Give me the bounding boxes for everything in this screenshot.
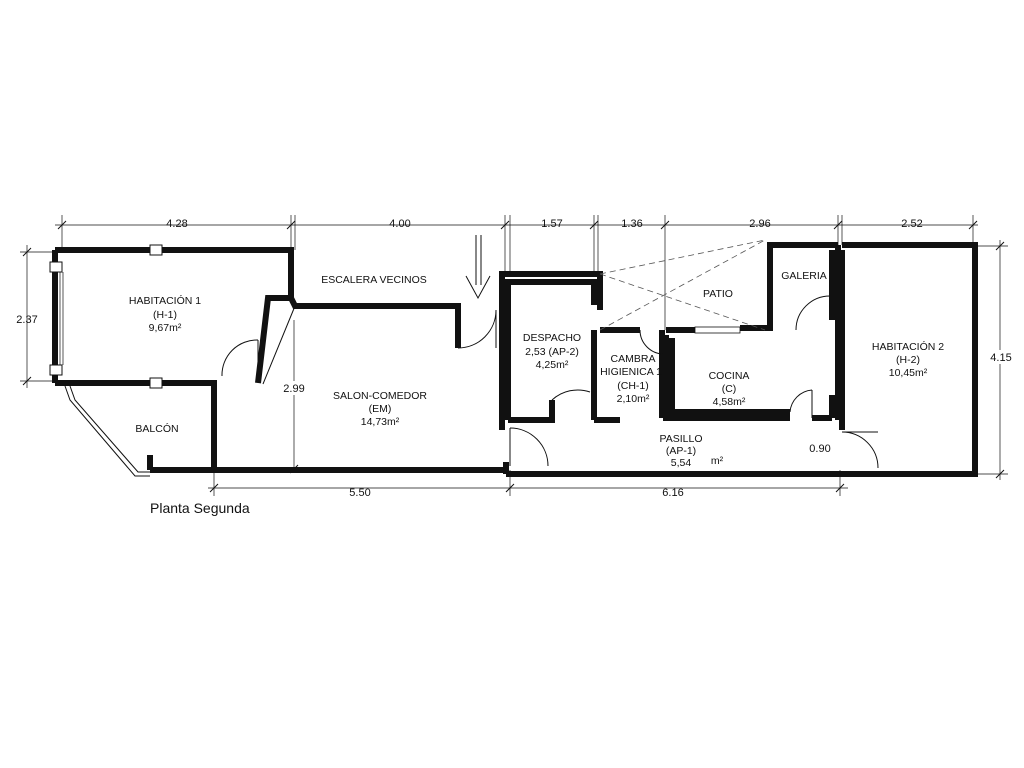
room-name: COCINA — [709, 370, 750, 382]
room-balcon: BALCÓN — [135, 422, 178, 435]
room-code: (EM) — [369, 403, 392, 415]
dim-top-5: 2.96 — [749, 218, 770, 230]
balcony-railing — [64, 385, 213, 477]
room-area: 14,73m² — [361, 416, 400, 428]
room-area-unit: m² — [711, 455, 724, 467]
right-dimension-line: 4.15 — [978, 240, 1014, 480]
dim-door-width: 0.90 — [809, 443, 830, 455]
dim-top-6: 2.52 — [901, 218, 922, 230]
room-despacho: DESPACHO 2,53 (AP-2) 4,25m² — [523, 332, 581, 371]
dim-bottom-1: 5.50 — [349, 487, 370, 499]
patio-dashed-lines — [599, 239, 766, 331]
room-area: 2,10m² — [617, 393, 650, 405]
room-habitacion-1: HABITACIÓN 1 (H-1) 9,67m² — [129, 294, 201, 334]
room-code: (C) — [722, 383, 737, 395]
room-name: CAMBRA — [611, 353, 656, 365]
room-area: 10,45m² — [889, 367, 928, 379]
room-salon-comedor: SALON-COMEDOR (EM) 14,73m² — [333, 390, 427, 428]
room-cocina: COCINA (C) 4,58m² — [709, 370, 750, 408]
salon-height-dimension: 2.99 — [281, 320, 307, 474]
room-name-2: HIGIENICA 1 — [600, 366, 662, 378]
room-code: (AP-1) — [666, 445, 696, 457]
room-code: (H-2) — [896, 354, 920, 366]
walls — [49, 242, 978, 477]
room-patio: PATIO — [703, 288, 733, 300]
dim-top-2: 4.00 — [389, 218, 410, 230]
entrance-arrow-icon — [465, 235, 491, 300]
dim-salon-height: 2.99 — [283, 383, 304, 395]
bottom-dimension-line: 5.50 6.16 — [208, 470, 848, 499]
dim-right: 4.15 — [990, 352, 1011, 364]
room-area: 4,58m² — [713, 396, 746, 408]
room-name: HABITACIÓN 1 — [129, 294, 201, 307]
room-code: 2,53 (AP-2) — [525, 346, 579, 358]
room-area: 4,25m² — [536, 359, 569, 371]
room-cambra-higienica: CAMBRA HIGIENICA 1 (CH-1) 2,10m² — [600, 353, 662, 405]
room-area: 9,67m² — [149, 322, 182, 334]
dim-left: 2.37 — [16, 314, 37, 326]
door-swings — [221, 295, 879, 469]
room-name: DESPACHO — [523, 332, 581, 344]
dim-bottom-2: 6.16 — [662, 487, 683, 499]
room-code: (H-1) — [153, 309, 177, 321]
room-galeria: GALERIA — [781, 270, 827, 282]
room-name: SALON-COMEDOR — [333, 390, 427, 402]
dim-top-1: 4.28 — [166, 218, 187, 230]
room-escalera-vecinos: ESCALERA VECINOS — [321, 274, 427, 286]
room-pasillo: PASILLO (AP-1) 5,54 m² — [660, 433, 724, 469]
room-name: HABITACIÓN 2 — [872, 340, 944, 353]
dim-top-3: 1.57 — [541, 218, 562, 230]
top-dimension-line: 4.28 4.00 1.57 1.36 2.96 2.52 — [55, 215, 978, 330]
room-habitacion-2: HABITACIÓN 2 (H-2) 10,45m² — [872, 340, 944, 379]
left-dimension-line: 2.37 — [16, 245, 55, 388]
plan-caption: Planta Segunda — [150, 500, 250, 516]
room-name: PASILLO — [660, 433, 703, 445]
dim-top-4: 1.36 — [621, 218, 642, 230]
room-area: 5,54 — [671, 457, 692, 469]
room-code: (CH-1) — [617, 380, 649, 392]
